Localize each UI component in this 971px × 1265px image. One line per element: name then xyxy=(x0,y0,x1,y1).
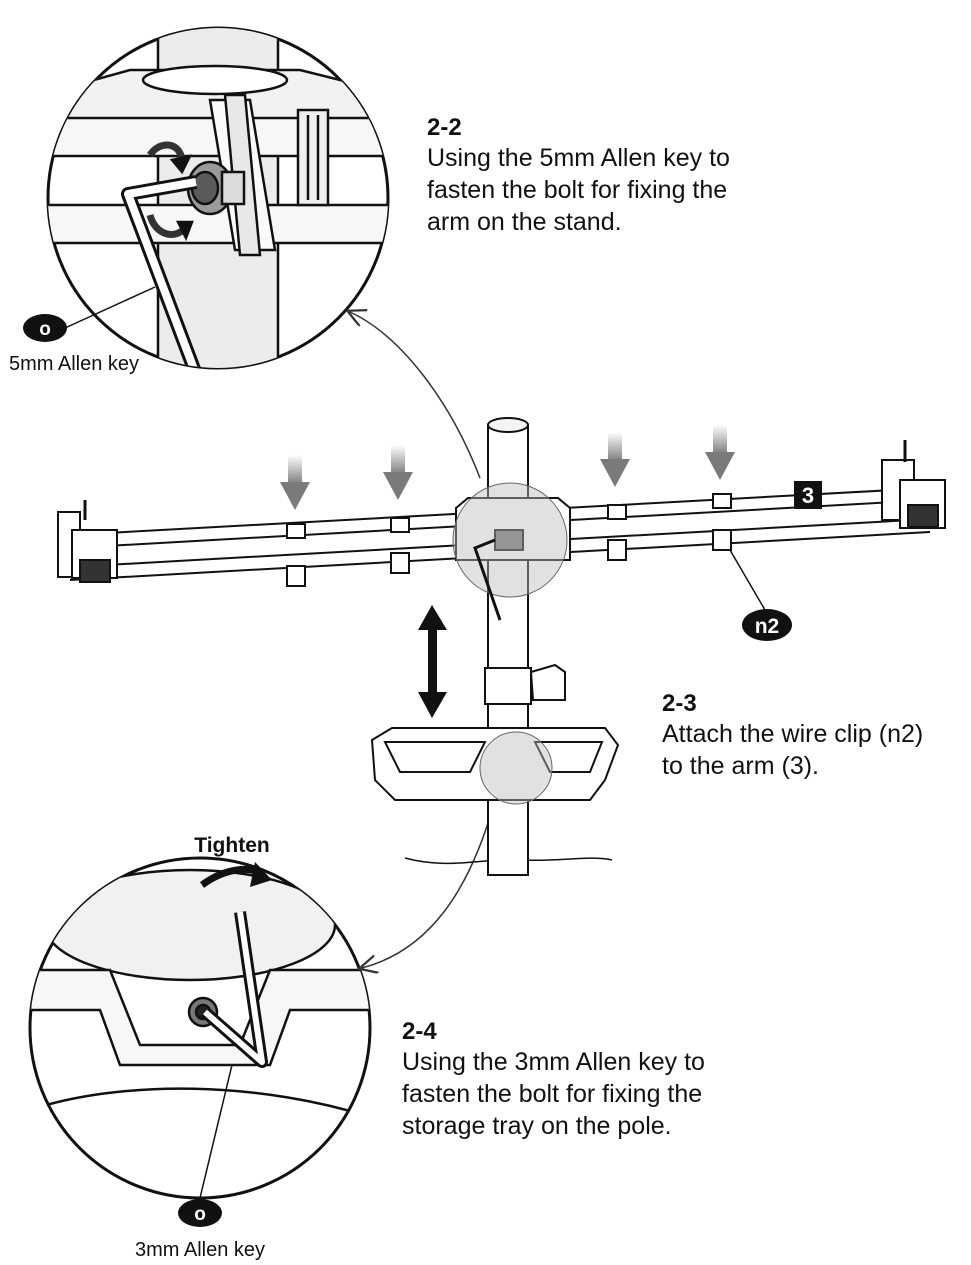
key5-badge xyxy=(23,314,67,342)
key3-badge xyxy=(178,1199,222,1227)
clip-part-number: n2 xyxy=(755,615,780,638)
step-2-4-number: 2-4 xyxy=(402,1018,437,1045)
down-arrow xyxy=(600,432,630,487)
arm-part-badge xyxy=(794,481,822,509)
key5-leader xyxy=(64,286,156,329)
step-2-4-line-1: Using the 3mm Allen key to xyxy=(402,1048,705,1076)
step-2-2-line-1: Using the 5mm Allen key to xyxy=(427,144,730,172)
down-arrow xyxy=(705,425,735,480)
main-allen-key xyxy=(473,538,502,621)
highlight-tray-bolt xyxy=(479,731,553,805)
step-2-3-line-1: Attach the wire clip (n2) xyxy=(662,720,924,748)
step-2-2: 2-2 Using the 5mm Allen key to fasten th… xyxy=(427,114,730,238)
step-2-2-number: 2-2 xyxy=(427,114,462,141)
step-2-3-number: 2-3 xyxy=(662,690,697,717)
step-2-3: 2-3 Attach the wire clip (n2) to the arm… xyxy=(662,690,923,782)
connector-arrow-top xyxy=(350,312,481,479)
step-2-3-line-2: to the arm (3). xyxy=(662,752,819,780)
down-arrow xyxy=(280,455,310,510)
clip-down-arrows xyxy=(280,425,735,510)
tighten-arrow xyxy=(199,862,272,888)
key5-label: 5mm Allen key xyxy=(9,353,139,375)
key5-badge-letter: o xyxy=(39,319,51,340)
key3-badge-letter: o xyxy=(194,1204,206,1225)
step-2-4-line-3: storage tray on the pole. xyxy=(402,1112,672,1140)
tighten-label: Tighten xyxy=(194,834,269,857)
zoom-circle-tray-bolt xyxy=(28,856,372,1200)
connector-arrow-bottom xyxy=(362,799,496,968)
highlight-arm-bolt xyxy=(452,482,568,598)
key3-label: 3mm Allen key xyxy=(135,1239,265,1261)
key3-leader xyxy=(199,1064,233,1199)
step-2-4-line-2: fasten the bolt for fixing the xyxy=(402,1080,703,1108)
zoom-circle-arm-bolt xyxy=(46,26,390,370)
step-2-2-line-2: fasten the bolt for fixing the xyxy=(427,176,728,204)
arm-part-number: 3 xyxy=(802,483,814,508)
down-arrow xyxy=(383,445,413,500)
step-2-2-line-3: arm on the stand. xyxy=(427,208,622,236)
clip-part-badge xyxy=(742,609,792,641)
step-2-4: 2-4 Using the 3mm Allen key to fasten th… xyxy=(402,1018,705,1142)
